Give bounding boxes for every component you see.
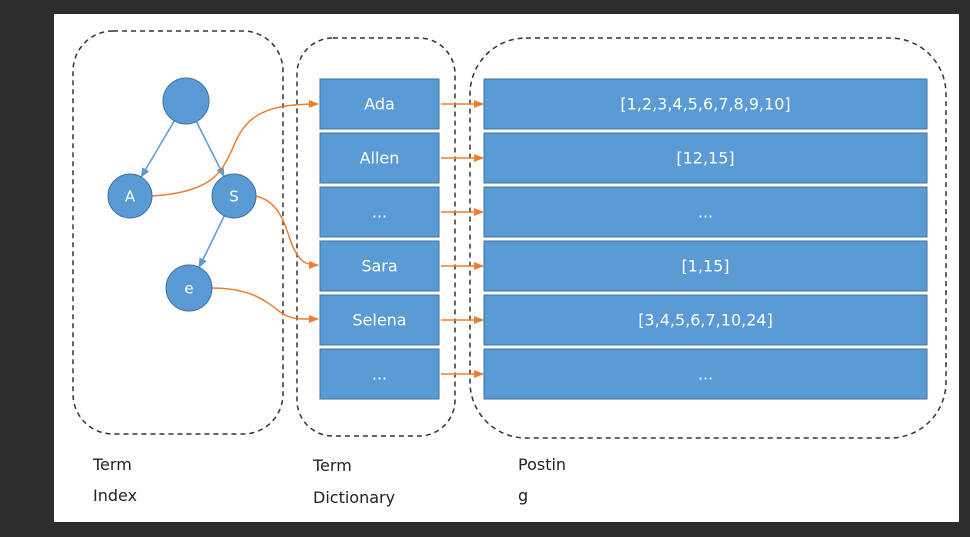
trie-edge — [195, 121, 225, 178]
posting-list-label: ... — [698, 365, 713, 384]
term-dictionary-caption-line1: Term — [312, 456, 352, 475]
trie-node-e: e — [165, 264, 213, 312]
dictionary-term-rect — [319, 348, 440, 400]
postings-group — [469, 37, 947, 439]
dictionary-term-label: ... — [372, 203, 387, 222]
trie-to-dictionary-links — [151, 100, 319, 324]
posting-list-box: [1,2,3,4,5,6,7,8,9,10] — [483, 78, 928, 130]
dictionary-term-label: Sara — [361, 257, 397, 276]
trie-root-node — [162, 77, 210, 125]
posting-list-rect — [483, 348, 928, 400]
dictionary-term-label: Allen — [360, 149, 400, 168]
trie-node-circle — [162, 77, 210, 125]
term-index-caption-line2: Index — [93, 486, 137, 505]
trie-node-circle — [165, 264, 213, 312]
dictionary-term-label: ... — [372, 365, 387, 384]
term-dictionary-group — [296, 37, 456, 437]
dictionary-to-postings-arrows — [441, 100, 484, 378]
posting-list-rect — [483, 186, 928, 238]
posting-list-label: [1,2,3,4,5,6,7,8,9,10] — [620, 95, 790, 114]
trie-node-label: e — [184, 280, 193, 298]
posting-list-label: [3,4,5,6,7,10,24] — [638, 311, 773, 330]
posting-list-box: ... — [483, 348, 928, 400]
trie-node-label: S — [229, 188, 239, 206]
trie-edges — [140, 120, 226, 269]
dictionary-term-box: Selena — [319, 294, 440, 346]
dictionary-term-box: ... — [319, 186, 440, 238]
term-index-group — [72, 30, 284, 435]
posting-list-rect — [483, 132, 928, 184]
dictionary-term-rect — [319, 294, 440, 346]
posting-list-box: [3,4,5,6,7,10,24] — [483, 294, 928, 346]
posting-list-label: [1,15] — [681, 257, 729, 276]
trie-node-circle — [211, 173, 257, 219]
dictionary-term-box: Sara — [319, 240, 440, 292]
postings-caption-line2: g — [518, 486, 528, 505]
term-index-trie: A Se — [107, 77, 257, 312]
dictionary-term-box: Ada — [319, 78, 440, 130]
posting-list-rect — [483, 294, 928, 346]
trie-to-dictionary-link — [210, 287, 319, 324]
dictionary-term-rect — [319, 78, 440, 130]
dictionary-term-rect — [319, 240, 440, 292]
trie-edge — [140, 120, 175, 178]
trie-to-dictionary-link — [255, 195, 319, 269]
trie-node-label: A — [125, 188, 136, 206]
dictionary-term-rect — [319, 186, 440, 238]
postings-list: [1,2,3,4,5,6,7,8,9,10] [12,15]... [1,15] [3… — [483, 78, 928, 400]
trie-to-dictionary-link — [151, 100, 319, 197]
posting-list-label: [12,15] — [676, 149, 734, 168]
term-dictionary-caption-line2: Dictionary — [313, 488, 395, 507]
trie-node-circle — [107, 173, 153, 219]
dictionary-term-rect — [319, 132, 440, 184]
posting-list-label: ... — [698, 203, 713, 222]
dictionary-term-label: Ada — [364, 95, 395, 114]
posting-list-box: [1,15] — [483, 240, 928, 292]
posting-list-rect — [483, 78, 928, 130]
trie-node-s: S — [211, 173, 257, 219]
postings-caption-line1: Postin — [518, 455, 566, 474]
trie-node-a: A — [107, 173, 153, 219]
posting-list-box: ... — [483, 186, 928, 238]
dictionary-term-box: Allen — [319, 132, 440, 184]
posting-list-rect — [483, 240, 928, 292]
dictionary-term-label: Selena — [352, 311, 406, 330]
term-index-caption-line1: Term — [92, 455, 132, 474]
posting-list-box: [12,15] — [483, 132, 928, 184]
trie-edge — [198, 215, 226, 269]
dictionary-term-box: ... — [319, 348, 440, 400]
